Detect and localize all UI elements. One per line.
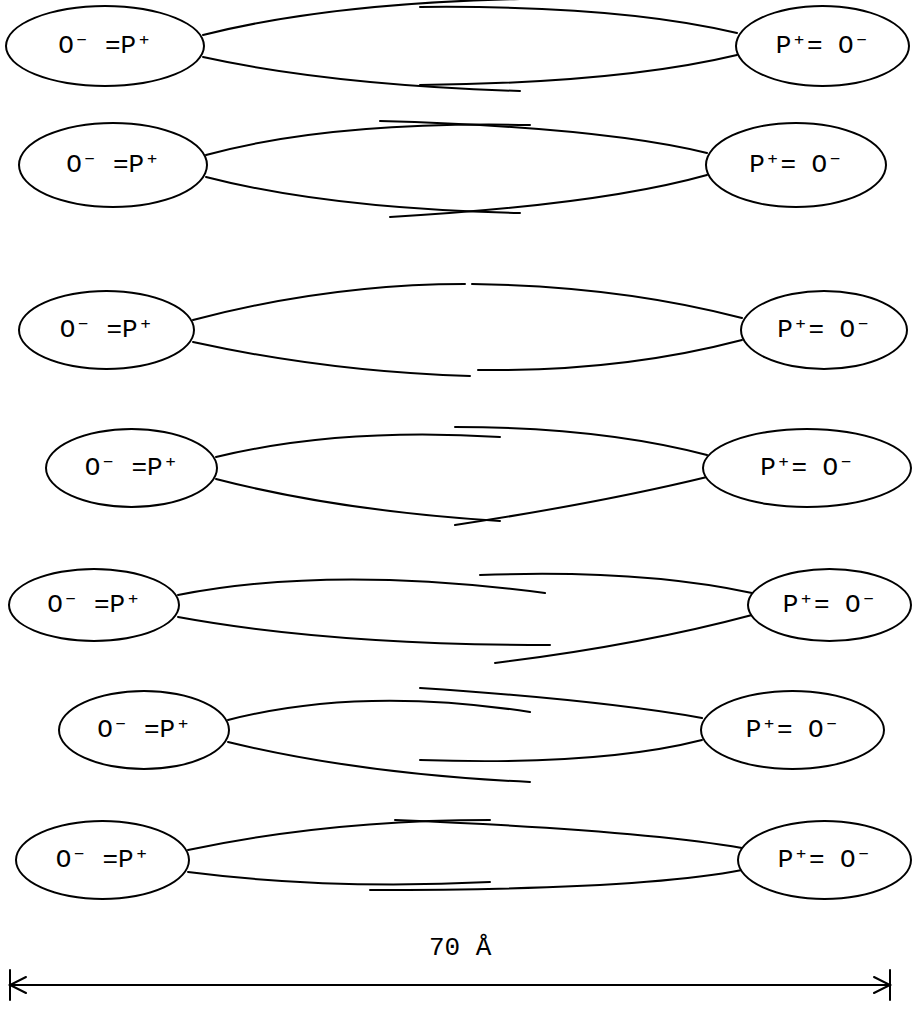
chain-row xyxy=(228,688,702,782)
group-formula: P⁺= O⁻ xyxy=(760,454,854,483)
head-group: P⁺= O⁻ xyxy=(747,568,912,642)
chain-row xyxy=(216,427,707,525)
head-group: O⁻ =P⁺ xyxy=(5,5,205,87)
group-formula: P⁺= O⁻ xyxy=(749,151,843,180)
group-formula: P⁺= O⁻ xyxy=(783,591,877,620)
head-group: P⁺= O⁻ xyxy=(735,5,910,87)
head-group: O⁻ =P⁺ xyxy=(18,122,208,208)
group-formula: O⁻ =P⁺ xyxy=(47,591,141,620)
head-group: O⁻ =P⁺ xyxy=(18,290,195,370)
group-formula: O⁻ =P⁺ xyxy=(85,454,179,483)
chain-row xyxy=(203,0,737,91)
head-group: P⁺= O⁻ xyxy=(737,820,912,900)
head-group: O⁻ =P⁺ xyxy=(15,820,190,900)
head-group: P⁺= O⁻ xyxy=(740,290,908,370)
group-formula: O⁻ =P⁺ xyxy=(58,32,152,61)
head-group: O⁻ =P⁺ xyxy=(58,690,230,770)
group-formula: O⁻ =P⁺ xyxy=(97,716,191,745)
group-formula: O⁻ =P⁺ xyxy=(60,316,154,345)
group-formula: P⁺= O⁻ xyxy=(746,716,840,745)
dimension-label: 70 Å xyxy=(425,933,495,963)
head-group: P⁺= O⁻ xyxy=(702,428,912,508)
group-formula: P⁺= O⁻ xyxy=(776,32,870,61)
chain-row xyxy=(193,284,742,376)
chain-row xyxy=(188,820,742,890)
chain-row xyxy=(178,574,752,663)
group-formula: P⁺= O⁻ xyxy=(778,846,872,875)
head-group: O⁻ =P⁺ xyxy=(8,568,180,642)
group-formula: O⁻ =P⁺ xyxy=(66,151,160,180)
head-group: P⁺= O⁻ xyxy=(705,122,887,208)
chain-row xyxy=(206,121,707,217)
head-group: P⁺= O⁻ xyxy=(700,690,885,770)
group-formula: O⁻ =P⁺ xyxy=(56,846,150,875)
dimension-line xyxy=(10,970,890,1000)
head-group: O⁻ =P⁺ xyxy=(45,428,218,508)
group-formula: P⁺= O⁻ xyxy=(777,316,871,345)
